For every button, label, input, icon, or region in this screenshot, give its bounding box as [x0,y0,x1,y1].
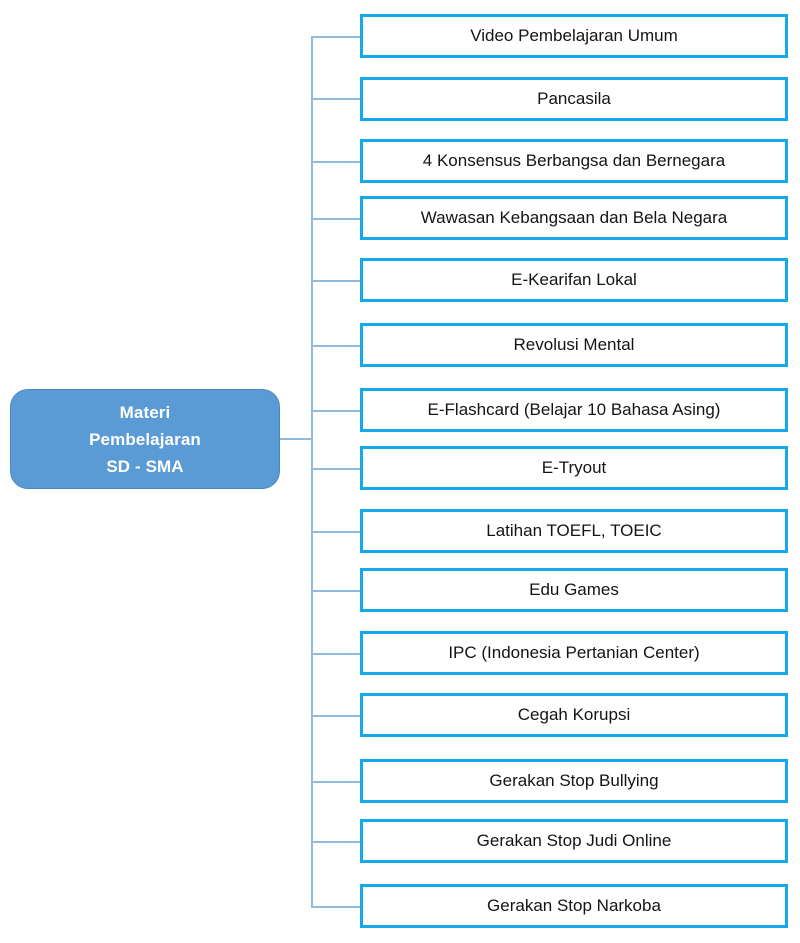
leaf-label: Gerakan Stop Judi Online [476,831,672,850]
leaf-label: E-Flashcard (Belajar 10 Bahasa Asing) [427,400,721,419]
leaf-label: E-Tryout [541,458,607,477]
leaf-node-e-tryout[interactable]: E-Tryout [360,446,788,490]
leaf-node-gerakan-stop-judi-online[interactable]: Gerakan Stop Judi Online [360,819,788,863]
leaf-label: Wawasan Kebangsaan dan Bela Negara [420,208,728,227]
leaf-label: Edu Games [529,580,619,599]
leaf-label: Pancasila [537,89,611,108]
root-node-line-1: Materi [119,402,171,422]
leaf-node-gerakan-stop-bullying[interactable]: Gerakan Stop Bullying [360,759,788,803]
leaf-node-e-flashcard[interactable]: E-Flashcard (Belajar 10 Bahasa Asing) [360,388,788,432]
connector-stub-14 [311,841,360,843]
leaf-node-latihan-toefl-toeic[interactable]: Latihan TOEFL, TOEIC [360,509,788,553]
connector-stub-6 [311,345,360,347]
leaf-node-wawasan-kebangsaan-dan-bela-negara[interactable]: Wawasan Kebangsaan dan Bela Negara [360,196,788,240]
connector-trunk [311,36,313,907]
connector-stub-10 [311,590,360,592]
leaf-node-ipc-indonesia-pertanian-center[interactable]: IPC (Indonesia Pertanian Center) [360,631,788,675]
leaf-node-cegah-korupsi[interactable]: Cegah Korupsi [360,693,788,737]
leaf-label: Cegah Korupsi [517,705,631,724]
connector-stub-2 [311,98,360,100]
connector-root-to-trunk [280,438,313,440]
root-node-line-2: Pembelajaran [89,429,201,449]
leaf-node-revolusi-mental[interactable]: Revolusi Mental [360,323,788,367]
connector-stub-4 [311,218,360,220]
leaf-node-e-kearifan-lokal[interactable]: E-Kearifan Lokal [360,258,788,302]
leaf-node-4-konsensus-berbangsa-dan-bernegara[interactable]: 4 Konsensus Berbangsa dan Bernegara [360,139,788,183]
leaf-node-edu-games[interactable]: Edu Games [360,568,788,612]
connector-stub-8 [311,468,360,470]
leaf-node-pancasila[interactable]: Pancasila [360,77,788,121]
connector-stub-11 [311,653,360,655]
connector-stub-7 [311,410,360,412]
leaf-label: Video Pembelajaran Umum [470,26,678,45]
leaf-label: 4 Konsensus Berbangsa dan Bernegara [422,151,726,170]
leaf-label: Gerakan Stop Narkoba [487,896,661,915]
leaf-label: E-Kearifan Lokal [511,270,637,289]
leaf-label: IPC (Indonesia Pertanian Center) [448,643,700,662]
connector-stub-12 [311,715,360,717]
leaf-label: Gerakan Stop Bullying [489,771,659,790]
leaf-label: Revolusi Mental [513,335,635,354]
leaf-label: Latihan TOEFL, TOEIC [486,521,662,540]
connector-stub-3 [311,161,360,163]
root-node-materi-pembelajaran[interactable]: Materi Pembelajaran SD - SMA [10,389,280,489]
connector-stub-15 [311,906,360,908]
leaf-node-gerakan-stop-narkoba[interactable]: Gerakan Stop Narkoba [360,884,788,928]
connector-stub-13 [311,781,360,783]
connector-stub-9 [311,531,360,533]
root-node-line-3: SD - SMA [106,456,184,476]
connector-stub-1 [311,36,360,38]
leaf-node-video-pembelajaran-umum[interactable]: Video Pembelajaran Umum [360,14,788,58]
connector-stub-5 [311,280,360,282]
